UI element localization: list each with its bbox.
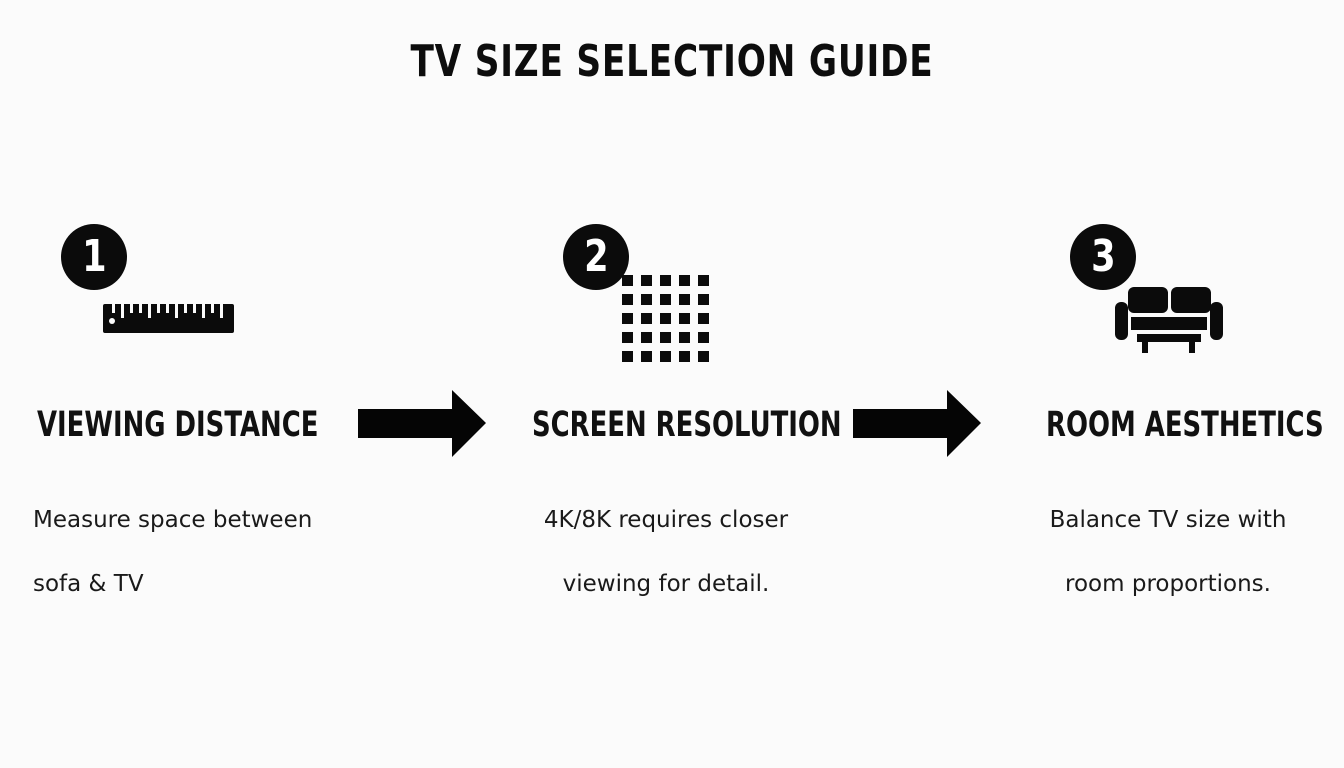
step-heading: VIEWING DISTANCE	[37, 405, 319, 445]
description-line: 4K/8K requires closer	[543, 507, 789, 533]
step-description: 4K/8K requires closer viewing for detail…	[516, 472, 816, 632]
page-title: TV SIZE SELECTION GUIDE	[410, 36, 934, 87]
ruler-icon	[103, 304, 234, 333]
step-number: 2	[583, 231, 609, 282]
pixel-grid-icon	[622, 275, 709, 362]
sofa-icon	[1115, 287, 1223, 353]
step-number-badge: 3	[1070, 224, 1136, 290]
step-description: Measure space between sofa & TV	[33, 472, 312, 632]
arrow-right-icon	[358, 390, 486, 457]
description-line: sofa & TV	[33, 571, 144, 597]
description-line: Measure space between	[33, 507, 313, 533]
step-heading: SCREEN RESOLUTION	[532, 405, 842, 445]
step-number: 1	[81, 231, 107, 282]
arrow-right-icon	[853, 390, 981, 457]
step-heading: ROOM AESTHETICS	[1046, 405, 1324, 445]
step-number: 3	[1090, 231, 1116, 282]
description-line: viewing for detail.	[562, 571, 770, 597]
step-description: Balance TV size with room proportions.	[1018, 472, 1318, 632]
description-line: Balance TV size with	[1049, 507, 1287, 533]
step-number-badge: 2	[563, 224, 629, 290]
step-number-badge: 1	[61, 224, 127, 290]
description-line: room proportions.	[1065, 571, 1271, 597]
